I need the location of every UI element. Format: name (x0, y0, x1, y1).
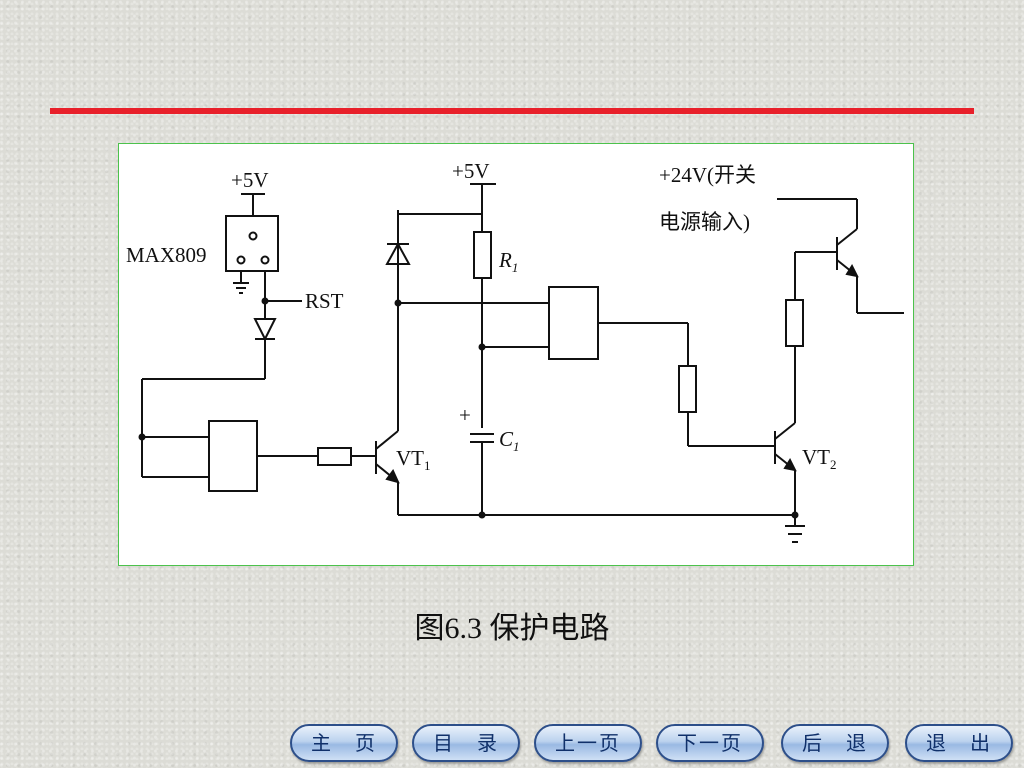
contents-button[interactable]: 目 录 (412, 724, 520, 762)
diode-rst (253, 318, 277, 342)
gate-block-left (208, 420, 258, 492)
max809-chip (225, 215, 279, 272)
resistor-base-vt1 (317, 447, 352, 466)
v24-label-line1: +24V(开关 (659, 163, 756, 187)
next-page-button[interactable]: 下一页 (656, 724, 764, 762)
max809-label: MAX809 (126, 243, 207, 267)
figure-caption: 图6.3 保护电路 (414, 612, 610, 645)
circuit-diagram: +5V +5V +24V(开关 电源输入) MAX809 RST R1 C1 +… (118, 143, 914, 566)
vt1-label: VT1 (396, 446, 431, 473)
exit-button[interactable]: 退 出 (905, 724, 1013, 762)
vcc-left-label: +5V (231, 168, 269, 192)
resistor-base-vt2 (678, 365, 697, 413)
r1-label: R1 (498, 248, 518, 275)
resistor-base-vt3 (785, 299, 804, 347)
cap-plus-label: + (459, 403, 471, 427)
rst-label: RST (305, 289, 344, 313)
gate-block-mid (548, 286, 599, 360)
title-divider (50, 108, 974, 114)
nav-bar: 主 页 目 录 上一页 下一页 后 退 退 出 (0, 724, 1024, 764)
circuit-svg: +5V +5V +24V(开关 电源输入) MAX809 RST R1 C1 +… (126, 159, 904, 543)
resistor-r1 (473, 231, 492, 279)
diode-protect (385, 241, 411, 265)
back-button[interactable]: 后 退 (781, 724, 889, 762)
prev-page-button[interactable]: 上一页 (534, 724, 642, 762)
c1-label: C1 (499, 427, 520, 454)
vt2-label: VT2 (802, 445, 837, 472)
home-button[interactable]: 主 页 (290, 724, 398, 762)
vcc-mid-label: +5V (452, 159, 490, 183)
v24-label-line2: 电源输入) (659, 210, 750, 234)
